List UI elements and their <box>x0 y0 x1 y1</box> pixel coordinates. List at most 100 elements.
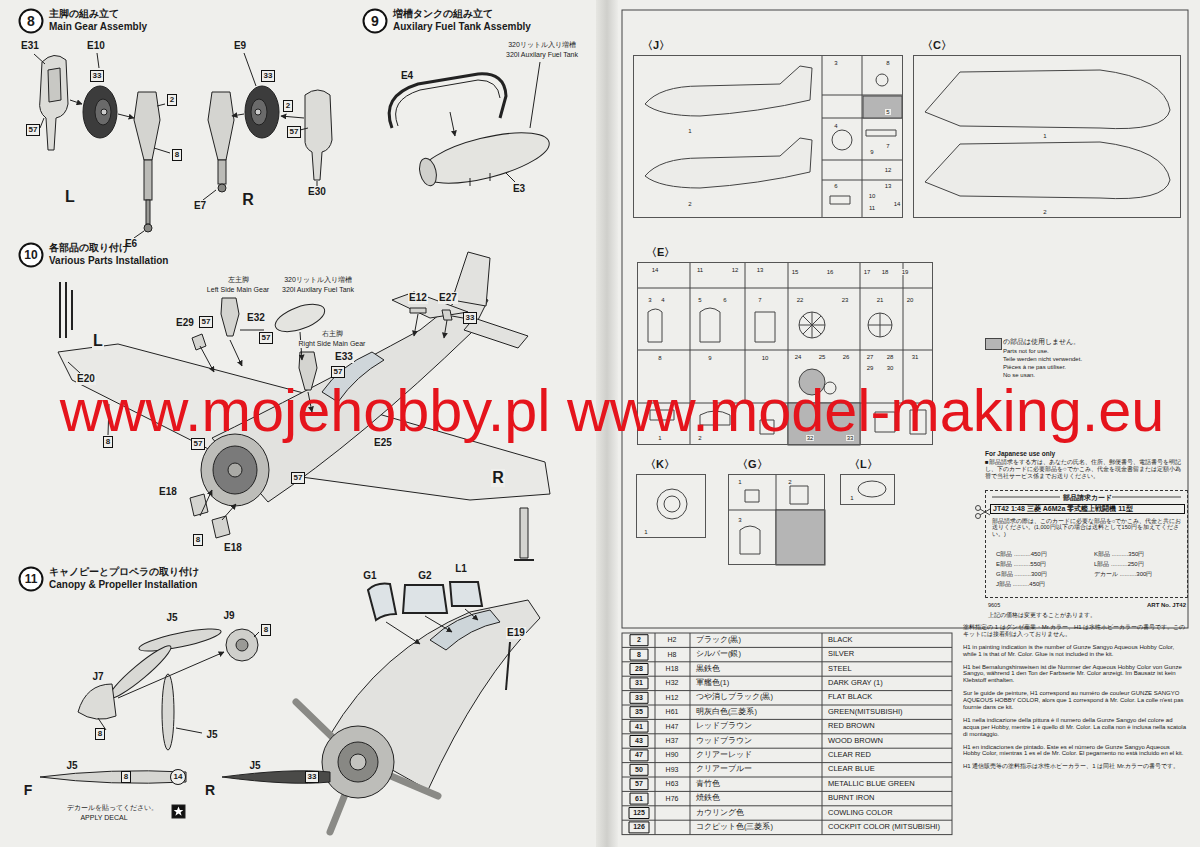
sprue-number: 2 <box>687 201 692 208</box>
color-name: クリアーブルー <box>696 765 752 774</box>
sprue-number: 19 <box>901 269 910 276</box>
part-note: 320リットル入り増槽 <box>283 276 353 284</box>
callout-number: 8 <box>193 534 203 546</box>
note-text: H1 通信販売等の塗料指示は水性ホビーカラー、1 は同社 Mr.カラーの番号です… <box>963 763 1188 770</box>
paint-code: H90 <box>666 751 679 759</box>
airframe-drawing <box>392 292 468 318</box>
color-number: 43 <box>635 737 643 745</box>
sprue-number: 5 <box>697 297 702 304</box>
sprue-letter: 〈K〉 <box>645 458 675 471</box>
step-number: 8 <box>18 8 44 34</box>
color-name: ブラック(黒) <box>696 636 741 645</box>
propeller-canopy-drawing <box>330 600 540 790</box>
note-text: 塗料指定の 1 はグンゼ産業・Mr.カラー、H1 は水性ホビーカラーの番号です。… <box>963 624 1188 638</box>
color-name: METALLIC BLUE GREEN <box>828 780 915 789</box>
part-label: E12 <box>408 292 428 304</box>
sprue-number: 2 <box>787 479 792 486</box>
part-note: 右主脚 <box>321 330 344 338</box>
paint-code: H47 <box>666 723 679 731</box>
sprue-number: 14 <box>893 201 902 208</box>
main-gear-drawing <box>144 160 152 200</box>
sprue-number: 1 <box>849 495 854 502</box>
callout-number: 57 <box>202 317 211 327</box>
fuel-tank-drawing <box>396 80 500 126</box>
sprue-number: 17 <box>863 269 872 276</box>
airframe-drawing <box>414 314 418 336</box>
fuel-tank-drawing <box>389 62 554 193</box>
callout-number: 8 <box>124 772 128 782</box>
airframe-drawing <box>200 346 214 372</box>
callout-number: 57 <box>291 472 306 484</box>
sprue-number: 13 <box>884 183 893 190</box>
parts-sheet-drawing <box>830 130 896 204</box>
paint-code: H2 <box>668 636 677 644</box>
side-mark: L <box>64 188 76 206</box>
legend-text: の部品は使用しません。 <box>1003 338 1080 347</box>
sprue-number: 27 <box>866 354 875 361</box>
note-text: H1 en indicaciones de pintado. Este es e… <box>963 744 1188 758</box>
main-gear-drawing <box>244 53 256 86</box>
parts-sheet-drawing <box>876 74 888 86</box>
part-note: 320リットル入り増槽 <box>507 41 577 49</box>
fuel-tank-drawing <box>417 156 439 187</box>
color-name: カウリング色 <box>696 809 744 818</box>
airframe-drawing <box>228 463 242 477</box>
parts-sheet-drawing <box>629 635 649 833</box>
side-mark: R <box>204 782 216 798</box>
propeller-canopy-drawing <box>465 609 478 620</box>
propeller-canopy-drawing <box>226 629 258 661</box>
color-name: CLEAR RED <box>828 751 871 760</box>
fuel-tank-drawing <box>470 173 490 186</box>
fuel-tank-drawing <box>389 74 506 128</box>
sprue-letter: 〈G〉 <box>737 458 768 471</box>
color-number: 57 <box>635 780 643 788</box>
part-label: J5 <box>205 729 218 741</box>
parts-sheet-drawing <box>645 66 812 116</box>
parts-sheet-drawing <box>822 55 903 218</box>
color-number: 50 <box>635 766 643 774</box>
legend-note: Parts not for use. <box>1003 348 1049 355</box>
fuel-tank-drawing <box>450 112 455 136</box>
color-name: DARK GRAY (1) <box>828 679 883 688</box>
main-gear-drawing <box>144 224 152 232</box>
propeller-canopy-drawing <box>386 622 420 644</box>
propeller-canopy-drawing <box>450 582 482 606</box>
part-note: 320l Auxilary Fuel Tank <box>281 286 355 294</box>
note-heading: For Japanese use only <box>985 450 1055 457</box>
sprue-number: 22 <box>796 297 805 304</box>
callout-number: 33 <box>264 71 273 81</box>
propeller-canopy-drawing <box>40 771 186 783</box>
step-title: Canopy & Propeller Installation <box>49 579 197 591</box>
propeller-canopy-drawing <box>236 639 248 651</box>
step-title: Auxilary Fuel Tank Assembly <box>393 21 531 33</box>
parts-sheet-drawing <box>868 313 892 337</box>
sprue-number: 3 <box>647 297 652 304</box>
main-gear-drawing <box>232 114 244 116</box>
card-text: C部品 ..........450円 <box>996 551 1047 558</box>
parts-order-card: 部品請求カードJT42 1:48 三菱 A6M2a 零式艦上戦闘機 11型部品請… <box>985 490 1188 598</box>
airframe-drawing <box>230 340 242 366</box>
parts-sprue-frame: 〈G〉 <box>728 474 825 565</box>
main-gear-drawing <box>208 92 234 160</box>
main-gear-drawing <box>218 160 226 184</box>
main-gear-drawing <box>255 109 261 115</box>
sprue-number: 16 <box>826 269 835 276</box>
parts-sprue-frame: 〈C〉 <box>913 55 1181 218</box>
parts-sheet-drawing <box>799 312 825 338</box>
callout-number: 57 <box>334 367 343 377</box>
sprue-number: 28 <box>886 354 895 361</box>
sprue-number: 13 <box>756 267 765 274</box>
paint-code: H61 <box>666 708 679 716</box>
callout-number: 8 <box>95 728 105 740</box>
color-number: 61 <box>635 795 643 803</box>
part-label: L1 <box>454 563 468 575</box>
part-label: E19 <box>506 627 526 639</box>
parts-sheet-drawing <box>657 489 687 519</box>
parts-sheet-drawing <box>622 633 952 835</box>
callout-number: 33 <box>463 312 478 324</box>
paint-code: H12 <box>666 694 679 702</box>
part-label: E10 <box>86 40 106 52</box>
sprue-number: 20 <box>906 297 915 304</box>
note-text: ■部品請求をする方は、あなたの氏名、住所、郵便番号、電話番号を明記し、下のカード… <box>985 459 1185 480</box>
paint-code: H32 <box>666 679 679 687</box>
